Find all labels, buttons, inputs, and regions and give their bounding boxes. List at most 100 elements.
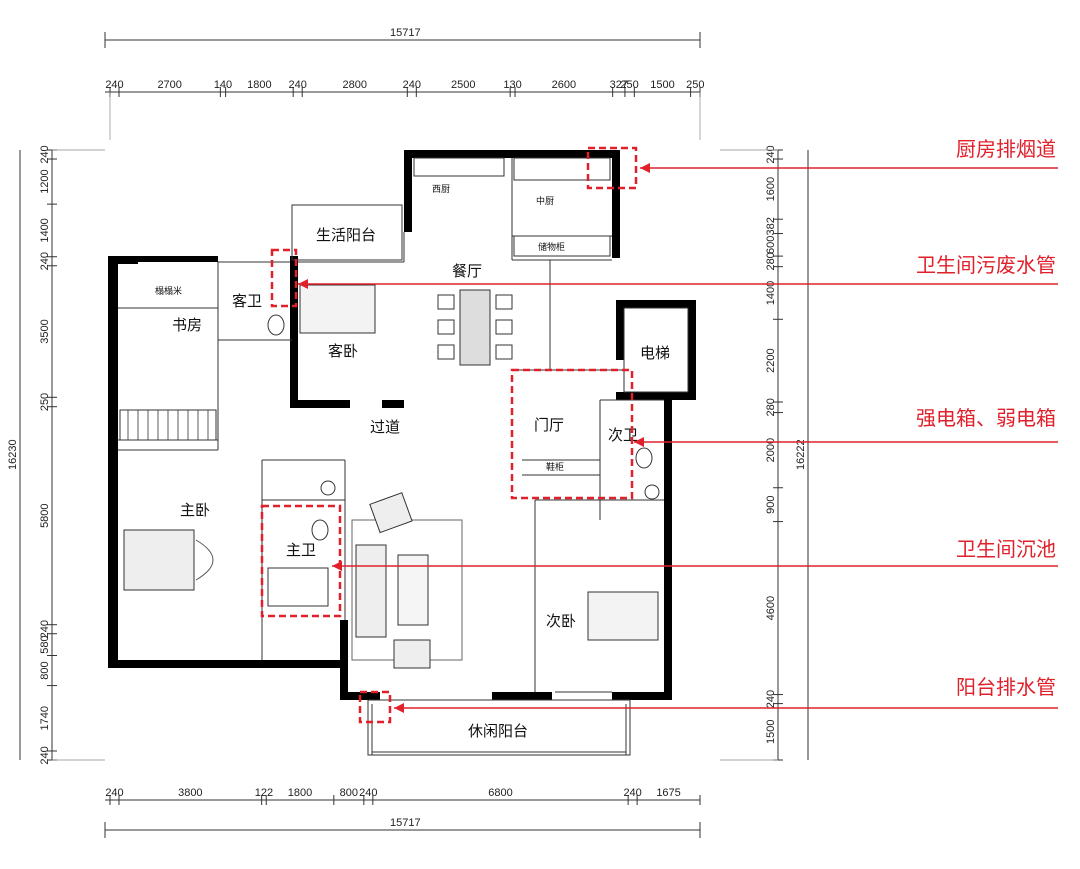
dimension-label: 2800	[343, 79, 367, 91]
dimension-label: 1600	[765, 177, 777, 201]
left-overall-dimension: 16230	[7, 150, 21, 760]
dimension-label: 1800	[247, 79, 271, 91]
dimension-label: 250	[39, 393, 51, 411]
room-label-tatami: 榻榻米	[155, 285, 182, 297]
guest-bed	[299, 284, 376, 334]
dimension-label: 5800	[39, 503, 51, 527]
dimension-label: 1400	[765, 281, 777, 305]
dimension-label: 240	[39, 746, 51, 764]
dimension-label: 3500	[39, 319, 51, 343]
dimension-label: 240	[289, 79, 307, 91]
exterior-walls	[108, 150, 696, 700]
room-label-master-bath: 主卫	[286, 541, 316, 559]
box-kitchen-flue	[586, 146, 638, 190]
dimension-label: 1400	[39, 218, 51, 242]
dimension-label: 1200	[39, 169, 51, 193]
callout-electric-box: 强电箱、弱电箱	[916, 406, 1056, 430]
dimension-label: 240	[623, 787, 641, 799]
dimension-label: 250	[686, 79, 704, 91]
room-label-corridor: 过道	[370, 418, 400, 436]
dimension-label: 3800	[178, 787, 202, 799]
dimension-label: 140	[214, 79, 232, 91]
annotation-leaders	[298, 163, 1058, 713]
box-sunken-bath	[260, 504, 342, 618]
callout-kitchen-flue: 厨房排烟道	[956, 137, 1056, 161]
grid-extension-lines	[52, 92, 778, 761]
room-label-shoe-cabinet: 鞋柜	[546, 461, 564, 473]
dimension-label: 1740	[39, 706, 51, 730]
dimension-label: 240	[105, 787, 123, 799]
dimension-label: 4600	[765, 596, 777, 620]
room-label-foyer: 门厅	[534, 416, 564, 434]
room-label-second-bath: 次卫	[608, 426, 638, 444]
right-segment-dimensions: 2401600382600280140022002802000900460024…	[765, 145, 783, 761]
balcony-railing	[371, 704, 627, 755]
room-label-study: 书房	[172, 316, 202, 334]
overall-width-bottom: 15717	[390, 817, 421, 829]
dimension-label: 6800	[488, 787, 512, 799]
right-overall-dimension: 16222	[795, 150, 809, 760]
dimension-label: 2600	[552, 79, 576, 91]
dimension-label: 382	[765, 217, 777, 235]
top-overall-dimension: 15717	[104, 27, 701, 48]
callout-bath-waste-pipe: 卫生间污废水管	[916, 253, 1056, 277]
room-label-dining: 餐厅	[452, 262, 482, 280]
room-label-storage-cabinet: 储物柜	[538, 241, 565, 253]
box-electric-box	[510, 368, 634, 500]
interior-partitions	[118, 158, 664, 756]
dimension-label: 580	[39, 635, 51, 653]
dimension-label: 240	[39, 145, 51, 163]
room-label-leisure-balcony: 休闲阳台	[468, 722, 528, 740]
box-bath-waste-pipe	[270, 248, 298, 308]
room-label-utility-balcony: 生活阳台	[316, 226, 376, 244]
overall-height-right: 16222	[795, 439, 807, 470]
dimension-label: 240	[403, 79, 421, 91]
overall-width-top: 15717	[390, 27, 421, 39]
dimension-label: 1800	[288, 787, 312, 799]
dimension-label: 240	[105, 79, 123, 91]
sofa-set	[351, 492, 463, 669]
dimension-label: 327	[610, 79, 628, 91]
master-bed	[123, 529, 214, 591]
dimension-label: 240	[39, 252, 51, 270]
dimension-label: 2200	[765, 348, 777, 372]
dimension-label: 800	[340, 787, 358, 799]
elevator-shaft	[623, 307, 689, 393]
room-label-west-kitchen: 西厨	[432, 184, 450, 195]
kitchen-counter	[413, 157, 611, 257]
dimension-label: 600	[765, 236, 777, 254]
dimension-label: 130	[503, 79, 521, 91]
dimension-label: 250	[620, 79, 638, 91]
room-label-second-bedroom: 次卧	[546, 612, 576, 630]
dining-table	[437, 289, 513, 366]
dimension-label: 280	[765, 398, 777, 416]
room-label-guest-bedroom: 客卧	[328, 342, 358, 360]
dimension-label: 1500	[650, 79, 674, 91]
dimension-label: 280	[765, 252, 777, 270]
dimension-label: 1500	[765, 720, 777, 744]
callout-sunken-bath: 卫生间沉池	[956, 537, 1056, 561]
sanitary-fixtures	[267, 314, 660, 607]
callout-balcony-drain: 阳台排水管	[956, 675, 1056, 699]
overall-height-left: 16230	[7, 439, 19, 470]
wardrobe	[119, 409, 217, 441]
room-label-chinese-kitchen: 中厨	[536, 195, 554, 207]
dimension-label: 1675	[656, 787, 680, 799]
room-label-elevator: 电梯	[640, 344, 670, 362]
dimension-label: 240	[359, 787, 377, 799]
bottom-overall-dimension: 15717	[104, 817, 701, 838]
annotation-boxes	[260, 146, 638, 724]
box-balcony-drain	[358, 690, 392, 724]
room-label-guest-bath: 客卫	[232, 292, 262, 310]
dimension-label: 2000	[765, 438, 777, 462]
dimension-label: 900	[765, 495, 777, 513]
dimension-label: 2500	[451, 79, 475, 91]
dimension-label: 122	[255, 787, 273, 799]
dimension-label: 240	[765, 145, 777, 163]
second-bed	[587, 591, 659, 641]
room-label-master-bedroom: 主卧	[180, 501, 210, 519]
dimension-label: 800	[39, 661, 51, 679]
